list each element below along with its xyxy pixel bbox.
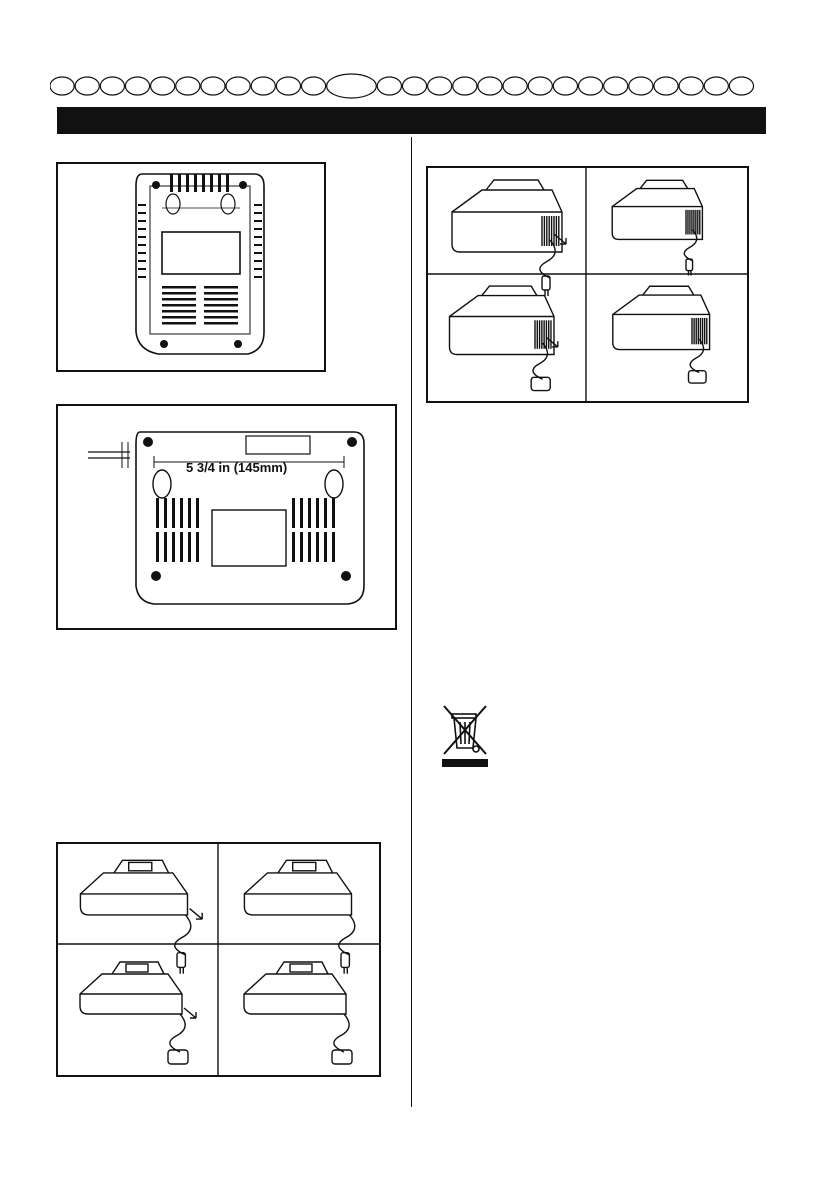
language-oval[interactable]	[604, 77, 628, 95]
language-oval[interactable]	[654, 77, 678, 95]
language-oval[interactable]	[176, 77, 200, 95]
wall-mount-dimension-label: 5 3/4 in (145mm)	[186, 460, 287, 475]
language-oval[interactable]	[553, 77, 577, 95]
language-oval-selected[interactable]	[327, 74, 377, 98]
language-oval[interactable]	[151, 77, 175, 95]
language-oval[interactable]	[528, 77, 552, 95]
charger-with-plug-drawing	[244, 860, 354, 973]
language-oval[interactable]	[377, 77, 401, 95]
charger-with-plug-drawing	[80, 860, 202, 973]
language-oval[interactable]	[503, 77, 527, 95]
charger-with-plug-drawing	[244, 962, 352, 1064]
language-oval[interactable]	[125, 77, 149, 95]
figure-charger-bottom-wall-mount: 5 3/4 in (145mm)	[56, 404, 397, 630]
crossed-out-wheelie-bin-icon	[438, 702, 492, 768]
language-oval[interactable]	[428, 77, 452, 95]
language-oval[interactable]	[679, 77, 703, 95]
section-title-bar	[57, 107, 766, 134]
language-oval[interactable]	[276, 77, 300, 95]
figure-small-charger-plug-grid	[56, 842, 381, 1077]
language-oval[interactable]	[402, 77, 426, 95]
charger-bottom-drawing	[58, 164, 324, 370]
charger-with-plug-drawing	[452, 180, 566, 296]
language-oval[interactable]	[578, 77, 602, 95]
column-divider	[411, 137, 412, 1107]
charger-with-plug-drawing	[450, 286, 558, 391]
large-charger-grid-drawing	[428, 168, 747, 401]
language-oval[interactable]	[100, 77, 124, 95]
language-oval[interactable]	[50, 77, 74, 95]
wall-mount-drawing: 5 3/4 in (145mm)	[58, 406, 395, 628]
figure-large-charger-plug-grid	[426, 166, 749, 403]
language-oval[interactable]	[226, 77, 250, 95]
language-oval[interactable]	[75, 77, 99, 95]
charger-with-plug-drawing	[612, 180, 702, 275]
language-oval[interactable]	[629, 77, 653, 95]
language-oval[interactable]	[201, 77, 225, 95]
charger-with-plug-drawing	[613, 286, 710, 383]
language-oval[interactable]	[301, 77, 325, 95]
figure-charger-bottom-portrait	[56, 162, 326, 372]
language-oval[interactable]	[453, 77, 477, 95]
language-oval[interactable]	[478, 77, 502, 95]
language-oval[interactable]	[251, 77, 275, 95]
language-oval[interactable]	[704, 77, 728, 95]
charger-with-plug-drawing	[80, 962, 196, 1064]
large-charger-cells	[450, 180, 710, 391]
language-selector	[50, 73, 774, 99]
small-charger-grid-drawing	[58, 844, 379, 1075]
language-oval[interactable]	[729, 77, 753, 95]
